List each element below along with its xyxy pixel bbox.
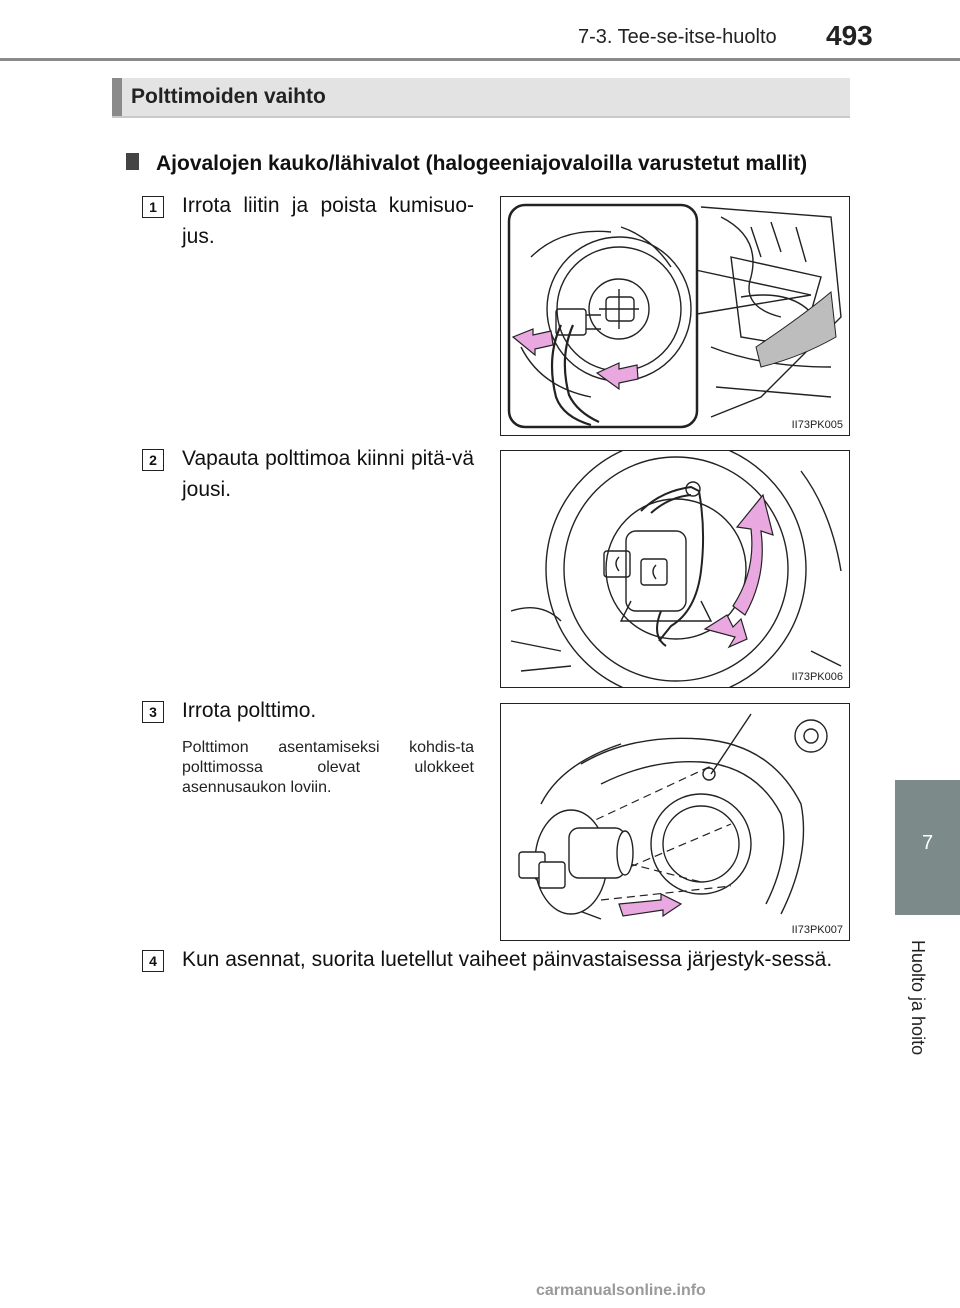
step-1-text: Irrota liitin ja poista kumisuo-jus. [182, 194, 474, 248]
chapter-title: Huolto ja hoito [908, 940, 928, 1056]
header-section-title: 7-3. Tee-se-itse-huolto [578, 26, 777, 48]
chapter-tab [895, 780, 960, 915]
figure-step-2: II73PK006 [500, 450, 850, 688]
step-3-number: 3 [142, 701, 164, 723]
bulb-removal-illustration [518, 713, 828, 920]
section-header: Polttimoiden vaihto [112, 78, 850, 118]
figure-code-1: II73PK005 [791, 419, 843, 431]
figure-code-2: II73PK006 [791, 671, 843, 683]
step-3-note: Polttimon asentamiseksi kohdis-ta poltti… [182, 739, 474, 796]
step-1-number: 1 [142, 196, 164, 218]
chapter-title-vertical: Huolto ja hoito [907, 940, 937, 1140]
step-4-number: 4 [142, 950, 164, 972]
figure-code-3: II73PK007 [791, 924, 843, 936]
section-accent [112, 78, 122, 116]
step-2-text: Vapauta polttimoa kiinni pitä-vä jousi. [182, 447, 474, 501]
figure-step-1: II73PK005 [500, 196, 850, 436]
header-divider [0, 58, 960, 61]
figure-step-3: II73PK007 [500, 703, 850, 941]
step-3-text: Irrota polttimo. [182, 699, 317, 722]
bulb-spring-illustration [510, 451, 842, 687]
square-bullet-icon [126, 153, 139, 170]
step-4-text: Kun asennat, suorita luetellut vaiheet p… [182, 948, 833, 971]
sub-heading-text: Ajovalojen kauko/lähivalot (halogeeniajo… [156, 152, 808, 175]
connector-removal-illustration [507, 203, 842, 429]
section-title: Polttimoiden vaihto [131, 85, 326, 108]
sub-heading: Ajovalojen kauko/lähivalot (halogeeniajo… [126, 148, 852, 179]
chapter-number: 7 [921, 832, 934, 854]
step-2-number: 2 [142, 449, 164, 471]
watermark: carmanualsonline.info [536, 1282, 706, 1299]
page-number: 493 [826, 20, 873, 51]
